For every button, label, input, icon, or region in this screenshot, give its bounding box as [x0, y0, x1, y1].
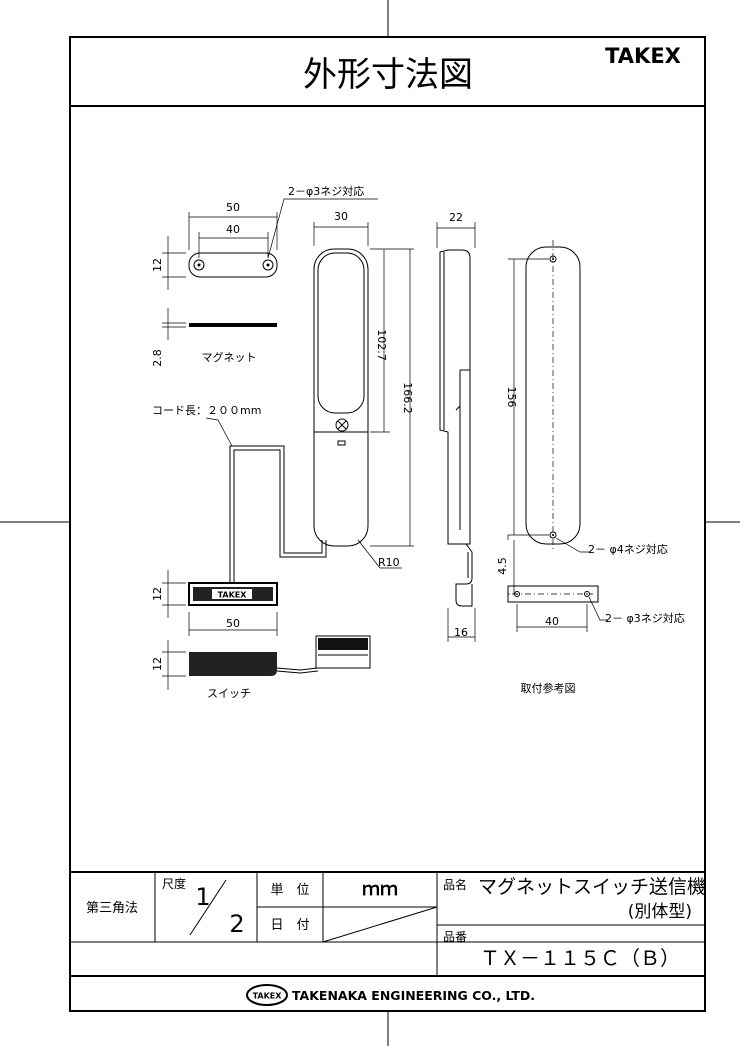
dim-switch-50: 50 [226, 617, 240, 630]
product-name-sub: (別体型) [628, 902, 692, 922]
dim-transmitter-30: 30 [334, 210, 348, 223]
magnet-top-view [162, 198, 378, 290]
label-switch: スイッチ [207, 687, 251, 700]
unit-label: 単 位 [270, 882, 309, 898]
company-logo-mark [246, 984, 288, 1006]
cord [205, 417, 327, 582]
page-title: 外形寸法図 [303, 55, 473, 95]
projection-method: 第三角法 [86, 901, 138, 916]
dim-mount-40: 40 [545, 615, 559, 628]
part-number: ＴＸ－１１５Ｃ（Ｂ） [480, 946, 680, 970]
transmitter-side-view [436, 222, 476, 642]
scale-label: 尺度 [162, 876, 186, 891]
dim-radius: R10 [378, 556, 400, 569]
dim-magnet-50: 50 [226, 201, 240, 214]
dim-magnet-12: 12 [151, 258, 164, 272]
mounting-reference [507, 240, 608, 632]
switch-side-view [162, 635, 371, 690]
dim-mount-156: 156 [505, 387, 518, 408]
dim-transmitter-166-2: 166.2 [401, 382, 414, 414]
scale-denominator: 2 [229, 910, 244, 938]
magnet-side-view [162, 308, 277, 340]
screw-note-top: 2－φ3ネジ対応 [288, 184, 364, 198]
dim-transmitter-102-7: 102.7 [375, 329, 388, 361]
dim-magnet-40: 40 [226, 223, 240, 236]
dim-switch-12: 12 [151, 587, 164, 601]
date-label: 日 付 [270, 918, 309, 933]
product-name: マグネットスイッチ送信機 [478, 876, 706, 898]
product-name-label: 品名 [443, 877, 467, 892]
label-magnet: マグネット [202, 350, 257, 364]
screw-note-bracket: 2－ φ3ネジ対応 [605, 611, 685, 625]
scale-numerator: 1 [195, 883, 210, 911]
sheet-frame [69, 36, 706, 1012]
dim-side-16: 16 [454, 626, 468, 639]
company-name: TAKENAKA ENGINEERING CO., LTD. [292, 988, 535, 1003]
label-mounting: 取付参考図 [521, 681, 576, 695]
brand-logo: TAKEX [605, 44, 681, 68]
dim-side-22: 22 [449, 211, 463, 224]
transmitter-front-view [313, 222, 414, 569]
dim-switch-side-12: 12 [151, 657, 164, 671]
part-number-label: 品番 [443, 930, 467, 944]
switch-logo: TAKEX [218, 591, 248, 600]
cord-note: コード長：２００mm [152, 404, 261, 417]
title-block [70, 871, 705, 977]
switch-top-view [162, 570, 278, 636]
dim-magnet-2-8: 2.8 [151, 349, 164, 367]
screw-note-mount: 2－ φ4ネジ対応 [588, 542, 668, 556]
dim-mount-4-5: 4.5 [496, 557, 509, 575]
unit-value: ｍｍ [362, 879, 398, 900]
company-logo: TAKEX [253, 992, 283, 1001]
